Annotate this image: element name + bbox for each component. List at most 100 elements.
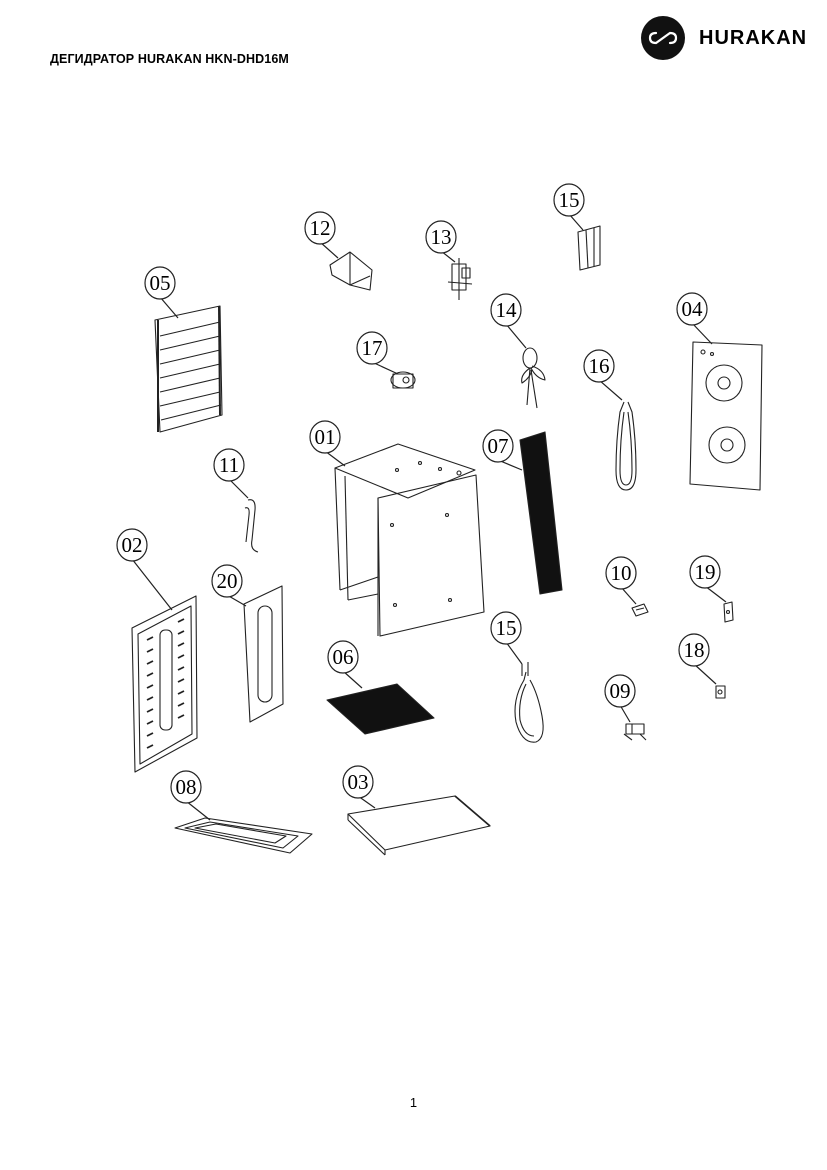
leader-line <box>228 478 249 499</box>
callout-11-door-handle: 11 <box>213 448 249 499</box>
leader-line <box>568 213 584 231</box>
callout-circle <box>482 429 514 463</box>
callout-number: 07 <box>488 434 509 458</box>
part-16-heating-element <box>615 401 637 491</box>
callout-number: 14 <box>496 298 518 322</box>
brand-name: HURAKAN <box>699 26 808 49</box>
callout-03-bottom-plate: 03 <box>342 765 376 809</box>
callout-number: 08 <box>176 775 197 799</box>
part-02-door-panel <box>131 595 198 773</box>
callout-circle <box>211 564 243 598</box>
leader-line <box>505 323 527 349</box>
part-06-mesh-tray <box>326 683 435 735</box>
part-15-heating-element-lower <box>514 662 544 743</box>
callout-circle <box>356 331 388 365</box>
leader-line <box>505 641 523 665</box>
leader-line <box>159 296 179 319</box>
callout-10-latch-clip: 10 <box>605 556 637 605</box>
brand-logo: HURAKAN <box>641 16 807 60</box>
callout-circle <box>309 420 341 454</box>
part-17-motor <box>390 371 416 389</box>
part-19-mounting-bracket <box>723 601 734 623</box>
leader-line <box>342 670 363 689</box>
callout-16-heating-element: 16 <box>583 349 623 401</box>
part-04-rear-fan-panel <box>689 341 763 491</box>
part-09-switch <box>623 723 647 741</box>
part-05-tray-rack <box>154 305 223 433</box>
callout-07-side-mesh-panel: 07 <box>482 429 523 471</box>
callout-08-drip-tray: 08 <box>170 770 211 821</box>
page-number: 1 <box>409 1095 418 1110</box>
leader-line <box>598 379 623 401</box>
part-20-door-glass <box>243 585 284 723</box>
callout-17-motor: 17 <box>356 331 399 375</box>
callout-circle <box>425 220 457 254</box>
callout-number: 15 <box>559 188 580 212</box>
callout-01-housing-body: 01 <box>309 420 346 467</box>
callout-18-indicator-lamp: 18 <box>678 633 717 685</box>
document-title: ДЕГИДРАТОР HURAKAN HKN-DHD16M <box>50 52 289 66</box>
callout-number: 11 <box>219 453 239 477</box>
part-11-door-handle <box>244 499 259 553</box>
part-14-fan-blade <box>521 347 546 409</box>
callout-04-rear-fan-panel: 04 <box>676 292 713 345</box>
callout-number: 18 <box>684 638 705 662</box>
callout-number: 03 <box>348 770 369 794</box>
callout-number: 02 <box>122 533 143 557</box>
callout-number: 13 <box>431 225 452 249</box>
callout-13-thermostat: 13 <box>425 220 457 263</box>
part-15-bracket <box>577 225 601 271</box>
callout-circle <box>304 211 336 245</box>
leader-line <box>371 361 399 375</box>
callout-circle <box>490 293 522 327</box>
callout-circle <box>327 640 359 674</box>
callout-number: 09 <box>610 679 631 703</box>
leader-line <box>185 800 211 821</box>
part-12-control-box <box>329 251 373 291</box>
part-01-housing-body <box>334 443 485 637</box>
callout-number: 15 <box>496 616 517 640</box>
leader-line <box>704 585 727 603</box>
callout-number: 19 <box>695 560 716 584</box>
leader-line <box>319 241 339 259</box>
callout-15-heating-element-lower: 15 <box>490 611 523 665</box>
leader-line <box>619 704 631 723</box>
callout-20-door-glass: 20 <box>211 564 247 607</box>
callout-circle <box>604 674 636 708</box>
callout-09-switch: 09 <box>604 674 636 723</box>
callout-number: 17 <box>362 336 383 360</box>
callout-number: 05 <box>150 271 171 295</box>
callout-12-control-box: 12 <box>304 211 339 259</box>
callout-circle <box>583 349 615 383</box>
callout-number: 16 <box>589 354 610 378</box>
callout-05-tray-rack: 05 <box>144 266 179 319</box>
callout-circle <box>605 556 637 590</box>
callout-circle <box>490 611 522 645</box>
leader-line <box>691 322 713 345</box>
callout-number: 01 <box>315 425 336 449</box>
callout-labels: 01 02 03 04 05 06 07 08 09 10 11 12 13 14 15 15 16 17 18 19… <box>116 183 727 821</box>
callout-circle <box>144 266 176 300</box>
part-03-bottom-plate <box>347 795 491 856</box>
leader-line <box>693 663 717 685</box>
part-07-side-mesh-panel <box>519 431 563 595</box>
part-10-latch-clip <box>631 603 649 617</box>
callout-circle <box>170 770 202 804</box>
callout-circle <box>116 528 148 562</box>
callout-number: 06 <box>333 645 354 669</box>
part-13-thermostat <box>447 258 473 300</box>
leader-line <box>131 558 173 611</box>
callout-circle <box>676 292 708 326</box>
part-18-indicator-lamp <box>715 685 726 699</box>
callout-circle <box>678 633 710 667</box>
callout-14-fan-blade: 14 <box>490 293 527 349</box>
callout-circle <box>213 448 245 482</box>
callout-circle <box>689 555 721 589</box>
callout-number: 20 <box>217 569 238 593</box>
part-08-drip-tray <box>174 817 313 854</box>
callout-number: 04 <box>682 297 704 321</box>
leader-line <box>620 586 637 605</box>
callout-number: 12 <box>310 216 331 240</box>
callout-circle <box>553 183 585 217</box>
